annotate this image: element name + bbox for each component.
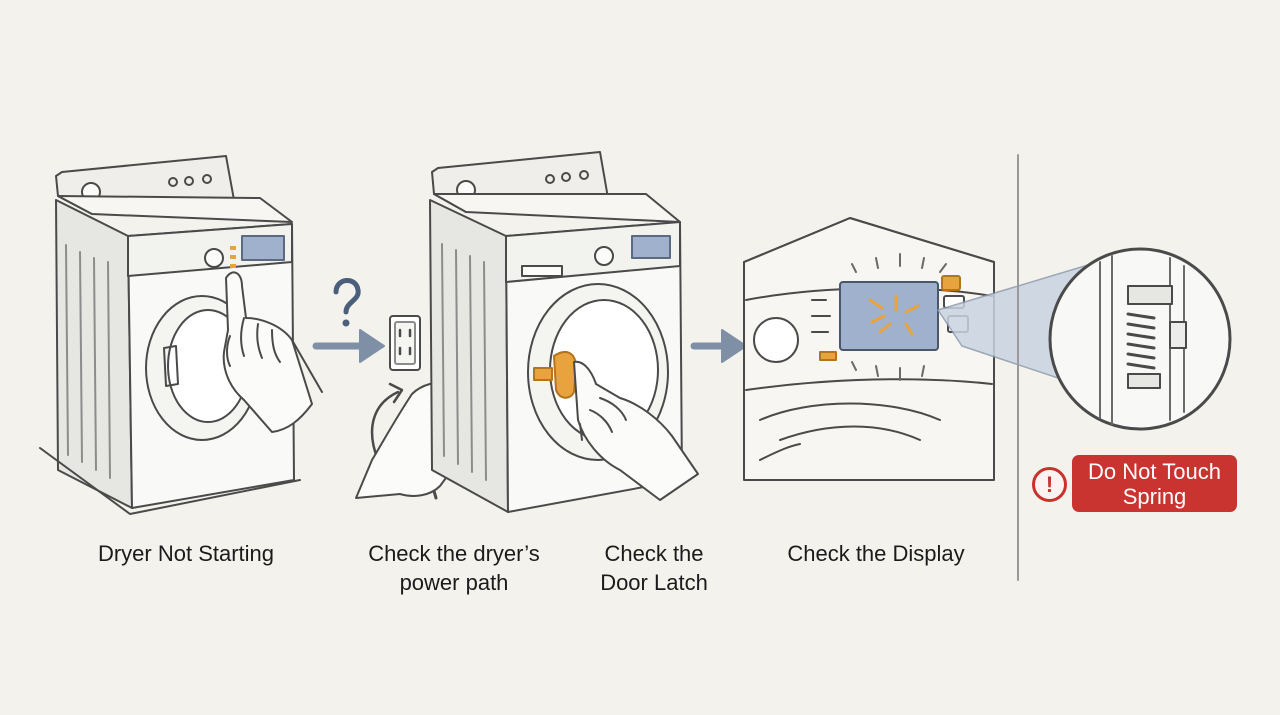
warning-label-line-1: Do Not Touch — [1088, 459, 1221, 484]
exclamation-circle-icon: ! — [1032, 467, 1067, 502]
step-2-caption-line-2: power path — [399, 570, 509, 595]
step-2-caption-line-1: Check the dryer’s — [368, 541, 540, 566]
step-3-caption: Check the Door Latch — [570, 539, 738, 597]
step-2-caption: Check the dryer’s power path — [340, 539, 568, 597]
display-illustration — [743, 217, 995, 481]
question-arrow-icon — [312, 278, 385, 363]
step-4-caption: Check the Display — [750, 539, 1002, 568]
door-latch-illustration — [429, 151, 699, 513]
step-arrow-icon — [690, 329, 747, 363]
spring-closeup-illustration — [1048, 247, 1232, 431]
step-1-caption: Dryer Not Starting — [56, 539, 316, 568]
warning-label-line-2: Spring — [1122, 484, 1187, 509]
dryer-not-starting-illustration — [39, 155, 323, 515]
step-1-caption-line-1: Dryer Not Starting — [97, 541, 275, 566]
step-4-caption-line-1: Check the Display — [787, 541, 965, 566]
warning-callout: ! Do Not Touch Spring — [1030, 455, 1240, 513]
step-3-caption-line-2: Door Latch — [600, 570, 708, 595]
warning-badge: Do Not Touch Spring — [1072, 455, 1237, 512]
step-3-caption-line-1: Check the — [604, 541, 704, 566]
